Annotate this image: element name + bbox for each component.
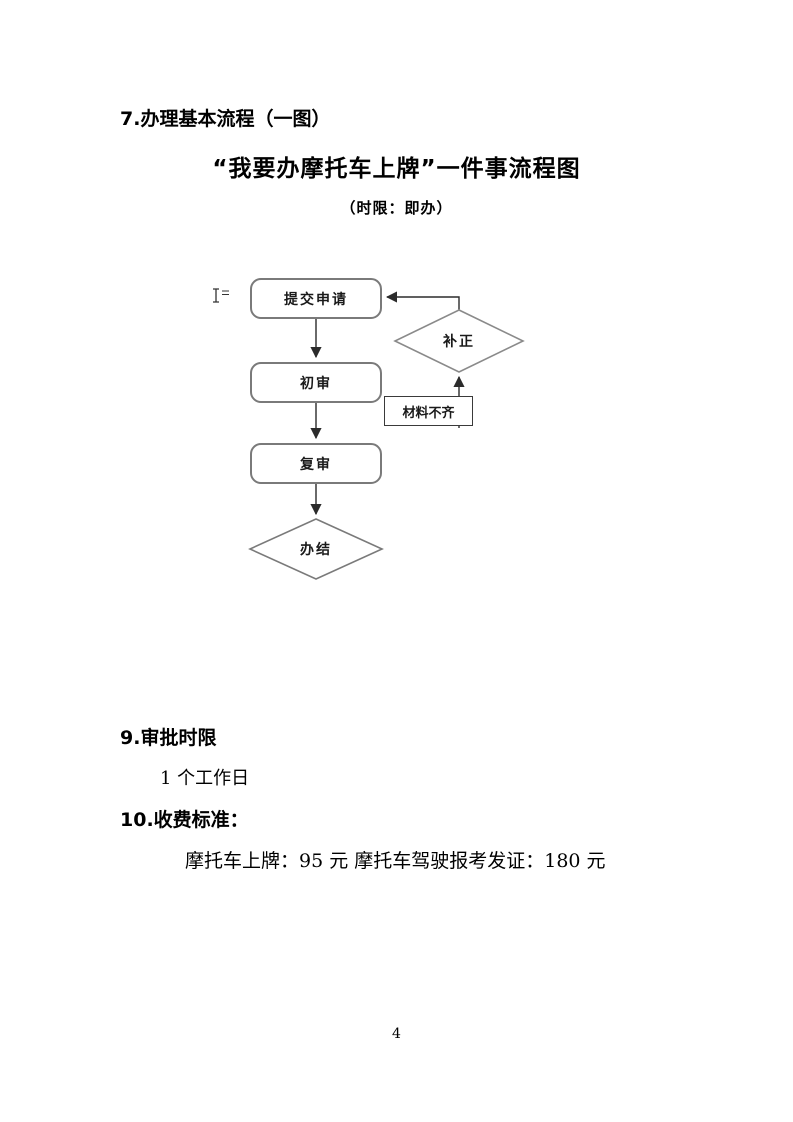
flow-node-initial-review: 初审	[250, 362, 382, 403]
flow-node-submit-label: 提交申请	[284, 291, 348, 308]
fees-detail-text: 摩托车上牌：95 元 摩托车驾驶报考发证：180 元	[185, 850, 606, 872]
flow-node-correction: 补正	[395, 310, 523, 372]
flowchart-time-limit: （时限：即办）	[340, 199, 453, 217]
arrow-correction-to-submit	[385, 291, 460, 311]
text-cursor-icon	[211, 287, 233, 309]
flow-node-materials-incomplete-label: 材料不齐	[402, 405, 455, 421]
flow-node-complete: 办结	[250, 519, 382, 579]
section-heading-process: 7.办理基本流程（一图）	[120, 108, 331, 130]
flow-node-re-review-label: 复审	[300, 456, 332, 473]
flowchart-title: “我要办摩托车上牌”一件事流程图	[212, 156, 581, 182]
flow-node-re-review: 复审	[250, 443, 382, 484]
page-number: 4	[392, 1026, 401, 1042]
flow-node-initial-review-label: 初审	[300, 375, 332, 392]
section-heading-approval-time: 9.审批时限	[120, 727, 217, 749]
flow-node-materials-incomplete: 材料不齐	[384, 396, 473, 426]
flow-node-correction-label: 补正	[443, 334, 475, 350]
flow-node-submit: 提交申请	[250, 278, 382, 319]
approval-duration-text: 1 个工作日	[160, 768, 250, 789]
flow-node-complete-label: 办结	[300, 542, 332, 558]
section-heading-fees: 10.收费标准：	[120, 809, 249, 831]
